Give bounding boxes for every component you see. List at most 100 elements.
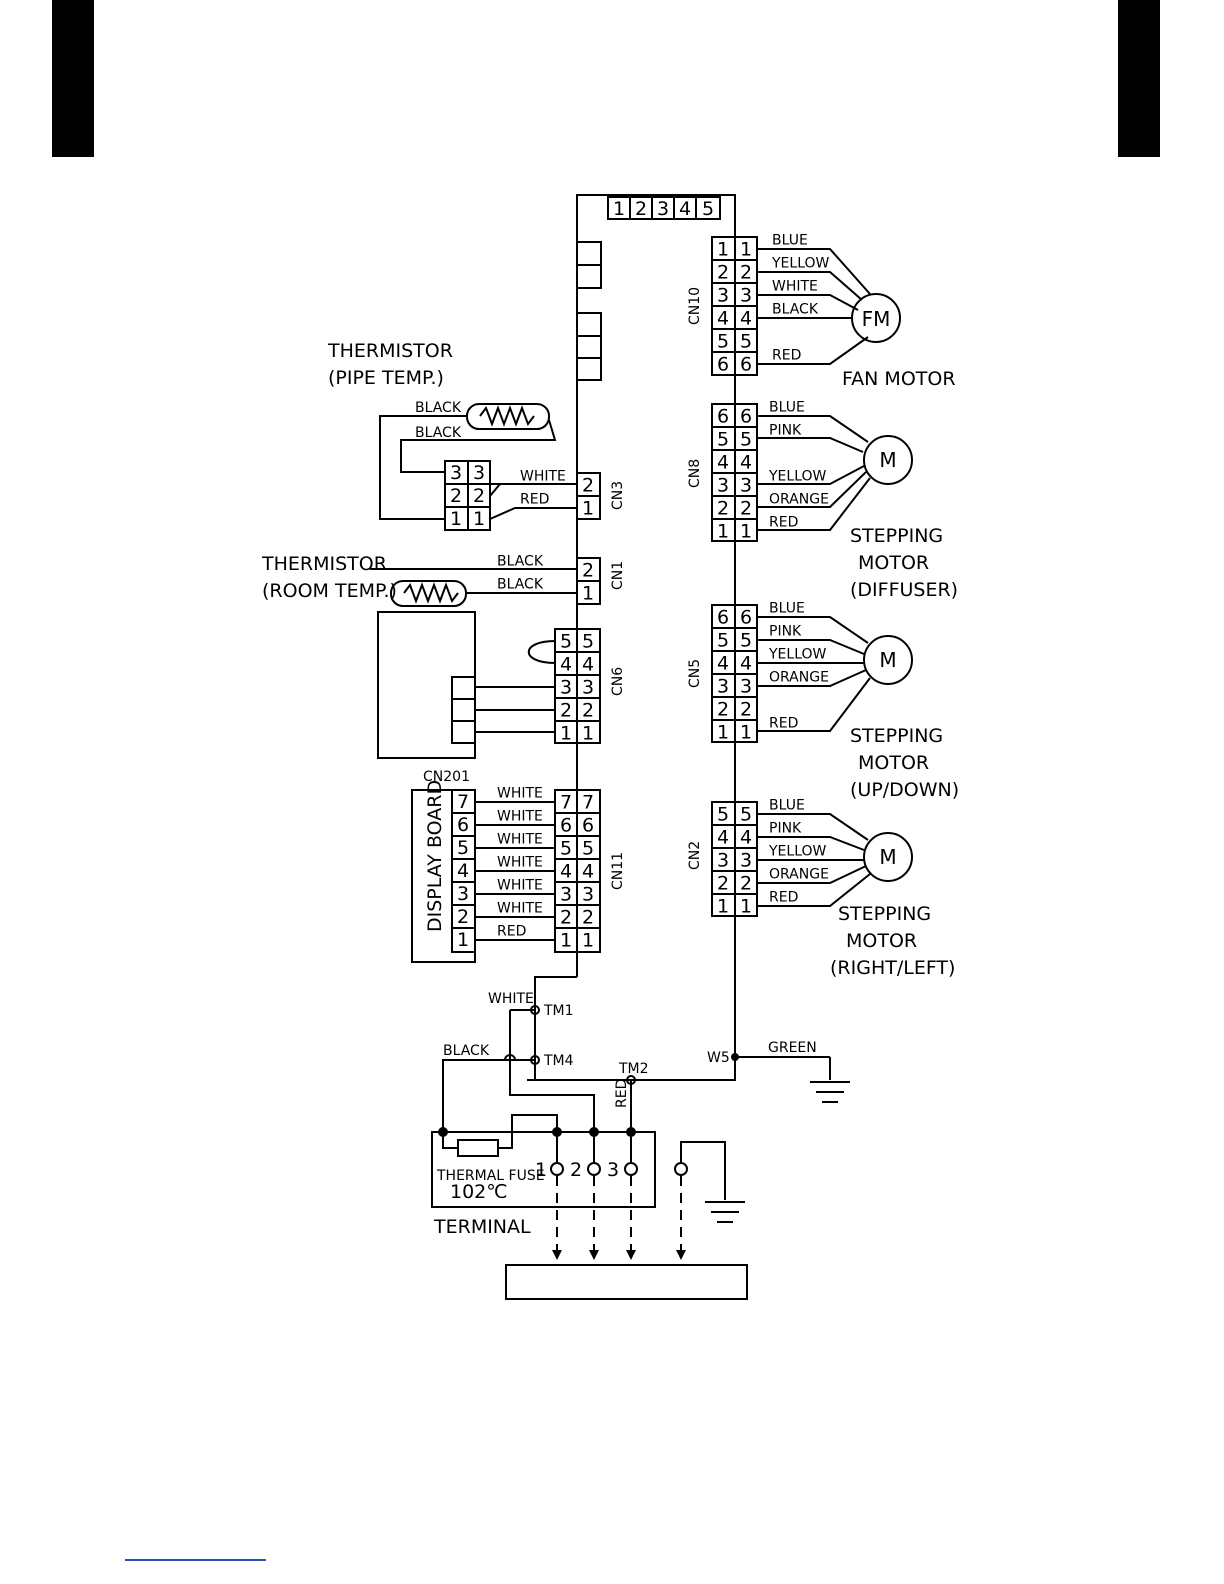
thermal-fuse-element (457, 1139, 499, 1157)
cn6-pin-2-1: 2 (582, 700, 594, 722)
cn11-pin-3-0: 3 (560, 884, 572, 906)
cn2-wire-3: YELLOW (768, 844, 827, 860)
stepping-rightleft-l3: (RIGHT/LEFT) (830, 957, 955, 979)
cn6-pin-1-0: 1 (560, 723, 572, 745)
cn5-pin-2-1: 2 (740, 699, 752, 721)
cn10-pin-5-1: 5 (740, 331, 752, 353)
cn5-name: CN5 (687, 659, 703, 688)
cn5-pin-5-0: 5 (717, 630, 729, 652)
header-num-3: 3 (657, 198, 669, 220)
cn10-wire-4: BLACK (772, 302, 819, 318)
cn5-pin-3-1: 3 (740, 676, 752, 698)
cn2-wire-2: ORANGE (769, 867, 829, 883)
tm1-label: TM1 (543, 1003, 574, 1019)
cn8-pin-6-1: 6 (740, 406, 752, 428)
cn8-pin-2-0: 2 (717, 498, 729, 520)
cn6-pin-3-0: 3 (560, 677, 572, 699)
cn11-pin-7-0: 7 (560, 792, 572, 814)
cn2-wire-1: RED (769, 890, 798, 906)
terminal-num-1: 1 (535, 1159, 547, 1181)
cn5-wire-1: RED (769, 716, 798, 732)
cn6-pin-1-1: 1 (582, 723, 594, 745)
cn2-wire-4: PINK (769, 821, 802, 837)
terminal-block-box (431, 1131, 656, 1208)
display-board-pin-5: 5 (457, 837, 469, 859)
cn11-pin-4-0: 4 (560, 861, 572, 883)
cn5-pin-4-0: 4 (717, 653, 729, 675)
cn10-pin-2-0: 2 (717, 262, 729, 284)
stepping-diffuser-l1: STEPPING (850, 525, 943, 547)
terminal-num-3: 3 (607, 1159, 619, 1181)
cn10-pin-4-0: 4 (717, 308, 729, 330)
cn11-pin-1-0: 1 (560, 930, 572, 952)
cn10-wire-1: BLUE (772, 233, 808, 249)
cn5-pin-1-0: 1 (717, 722, 729, 744)
display-board-pin-1: 1 (457, 929, 469, 951)
cn8-pin-1-1: 1 (740, 521, 752, 543)
display-board-pin-3: 3 (457, 883, 469, 905)
tm2-label: TM2 (618, 1061, 649, 1077)
cn10-pin-6-0: 6 (717, 354, 729, 376)
thermal-fuse-temp: 102℃ (450, 1181, 508, 1203)
display-board-pin-2: 2 (457, 906, 469, 928)
cn11-wire-3: WHITE (497, 878, 543, 894)
cn3-left-pin-2-0: 2 (450, 485, 462, 507)
main-board-outline (527, 194, 736, 1081)
cn8-wire-6: BLUE (769, 400, 805, 416)
cn11-wire-2: WHITE (497, 901, 543, 917)
stepping-diffuser-l3: (DIFFUSER) (850, 579, 958, 601)
thermistor-pipe-subtitle: (PIPE TEMP.) (328, 367, 444, 389)
cn1-pin-2-0: 2 (582, 560, 594, 582)
cn8-pin-5-0: 5 (717, 429, 729, 451)
cn11-pin-5-1: 5 (582, 838, 594, 860)
cn10-pin-1-1: 1 (740, 239, 752, 261)
cn6-pin-3-1: 3 (582, 677, 594, 699)
stepping-motor-diffuser-symbol (863, 435, 913, 485)
header-num-2: 2 (635, 198, 647, 220)
ground-black-label: BLACK (443, 1043, 490, 1059)
cn10-pin-5-0: 5 (717, 331, 729, 353)
cn5-pin-6-1: 6 (740, 607, 752, 629)
cn2-pin-2-0: 2 (717, 873, 729, 895)
cn8-wire-5: PINK (769, 423, 802, 439)
cn6-pin-2-0: 2 (560, 700, 572, 722)
cn2-pin-3-1: 3 (740, 850, 752, 872)
cn3-pin-1-0: 1 (582, 498, 594, 520)
cn3-left-pin-3-1: 3 (473, 462, 485, 484)
cn8-pin-5-1: 5 (740, 429, 752, 451)
cn11-pin-5-0: 5 (560, 838, 572, 860)
stepping-rightleft-l1: STEPPING (838, 903, 931, 925)
cn11-wire-6: WHITE (497, 809, 543, 825)
terminal-num-2: 2 (570, 1159, 582, 1181)
stepping-diffuser-l2: MOTOR (858, 552, 929, 574)
cn5-pin-4-1: 4 (740, 653, 752, 675)
cn10-wire-6: RED (772, 348, 801, 364)
stepping-motor-rightleft-symbol (863, 832, 913, 882)
cn3-left-pin-1-0: 1 (450, 508, 462, 530)
header-num-5: 5 (702, 198, 714, 220)
cn3-wire-2: WHITE (520, 469, 566, 485)
thermistor-room-title: THERMISTOR (261, 553, 387, 575)
board-left-box-2 (576, 312, 602, 381)
cn5-pin-1-1: 1 (740, 722, 752, 744)
fan-motor-symbol (851, 293, 901, 343)
cn8-pin-4-0: 4 (717, 452, 729, 474)
cn6-pin-4-1: 4 (582, 654, 594, 676)
cn2-pin-1-0: 1 (717, 896, 729, 918)
cn2-pin-5-0: 5 (717, 804, 729, 826)
fan-motor-label: FAN MOTOR (842, 368, 956, 390)
tm4-label: TM4 (543, 1053, 574, 1069)
cn11-pin-1-1: 1 (582, 930, 594, 952)
cn8-pin-2-1: 2 (740, 498, 752, 520)
cn5-wire-3: ORANGE (769, 670, 829, 686)
thermistor-pipe-sensor (466, 403, 550, 430)
cn11-pin-2-0: 2 (560, 907, 572, 929)
cn8-wire-2: ORANGE (769, 492, 829, 508)
cn8-pin-3-1: 3 (740, 475, 752, 497)
cn2-pin-4-1: 4 (740, 827, 752, 849)
cn11-pin-7-1: 7 (582, 792, 594, 814)
cn5-wire-5: PINK (769, 624, 802, 640)
header-num-1: 1 (613, 198, 625, 220)
terminal-label: TERMINAL (433, 1216, 531, 1238)
cn3-left-pin-2-1: 2 (473, 485, 485, 507)
